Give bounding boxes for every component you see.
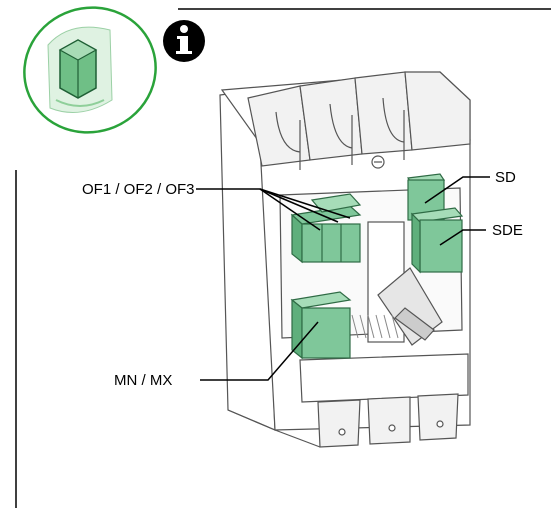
accessory-of-block [290,193,362,264]
label-of-contacts: OF1 / OF2 / OF3 [82,181,195,198]
label-sd: SD [495,169,516,186]
callout-leader-lines [196,176,490,381]
accessory-sde-block [410,207,464,274]
label-mn-mx: MN / MX [114,372,173,389]
accessory-mnmx-block [290,291,352,360]
info-icon [163,20,205,62]
label-sde: SDE [492,222,523,239]
accessory-module-icon [23,6,157,134]
